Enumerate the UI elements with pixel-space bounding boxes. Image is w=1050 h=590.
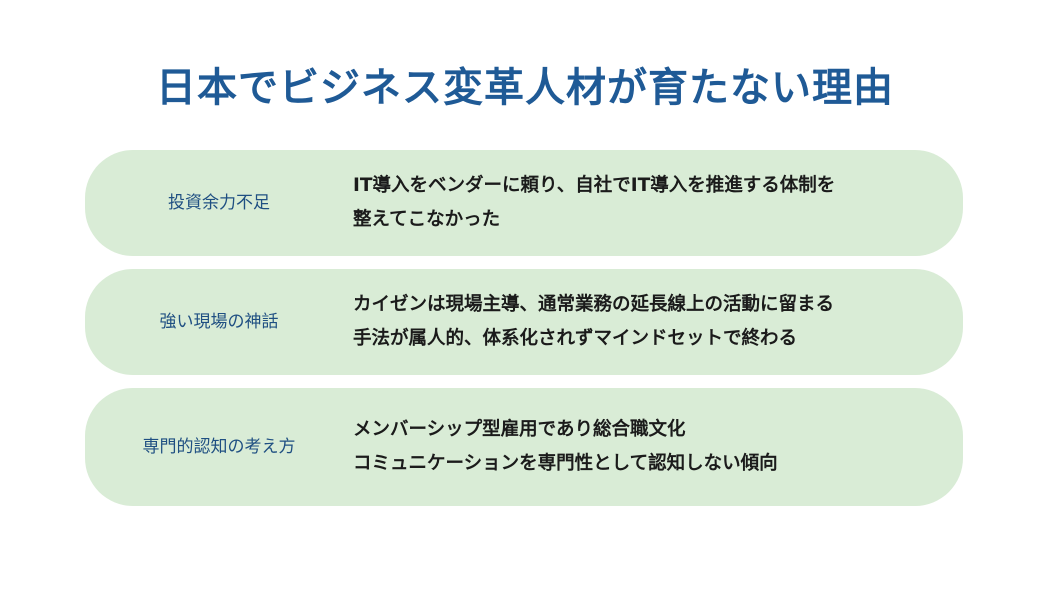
reason-line: 整えてこなかった — [353, 209, 501, 230]
reason-label: 専門的認知の考え方 — [142, 437, 296, 457]
reason-line: IT導入をベンダーに頼り、自社でIT導入を推進する体制を — [353, 175, 836, 196]
reason-description: メンバーシップ型雇用であり総合職文化 コミュニケーションを専門性として認知しない… — [353, 413, 963, 481]
reason-row-field-myth: 強い現場の神話 カイゼンは現場主導、通常業務の延長線上の活動に留まる 手法が属人… — [85, 269, 963, 375]
reason-description: IT導入をベンダーに頼り、自社でIT導入を推進する体制を 整えてこなかった — [353, 169, 963, 237]
reason-label: 投資余力不足 — [168, 193, 270, 213]
reason-line: コミュニケーションを専門性として認知しない傾向 — [353, 453, 778, 474]
reason-row-investment: 投資余力不足 IT導入をベンダーに頼り、自社でIT導入を推進する体制を 整えてこ… — [85, 150, 963, 256]
reasons-list: 投資余力不足 IT導入をベンダーに頼り、自社でIT導入を推進する体制を 整えてこ… — [85, 150, 963, 519]
reason-row-expertise: 専門的認知の考え方 メンバーシップ型雇用であり総合職文化 コミュニケーションを専… — [85, 388, 963, 506]
reason-label: 強い現場の神話 — [159, 312, 279, 332]
reason-line: 手法が属人的、体系化されずマインドセットで終わる — [353, 328, 798, 349]
reason-line: メンバーシップ型雇用であり総合職文化 — [353, 419, 686, 440]
page-title: 日本でビジネス変革人材が育たない理由 — [156, 65, 894, 111]
reason-line: カイゼンは現場主導、通常業務の延長線上の活動に留まる — [353, 294, 835, 315]
reason-description: カイゼンは現場主導、通常業務の延長線上の活動に留まる 手法が属人的、体系化されず… — [353, 288, 963, 356]
